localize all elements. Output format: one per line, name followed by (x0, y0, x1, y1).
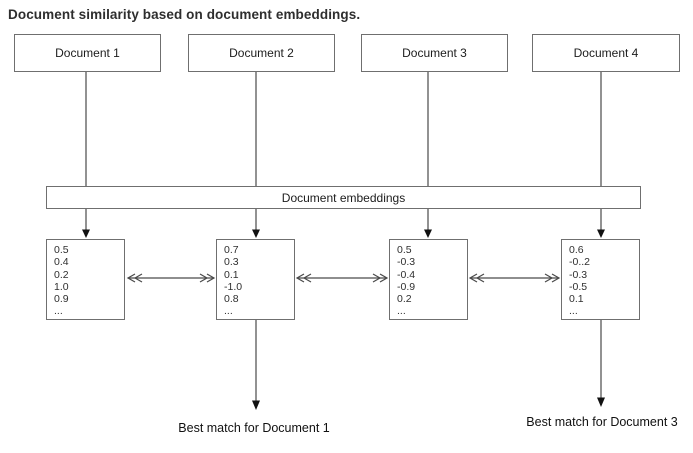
chevron-right-icon (199, 273, 209, 283)
arrowhead-down-icon (82, 229, 90, 238)
chevron-left-icon (475, 273, 485, 283)
embedding-vector-box-1: 0.5 0.4 0.2 1.0 0.9 ... (46, 239, 125, 320)
document-box-4: Document 4 (532, 34, 680, 72)
chevron-right-icon (379, 273, 389, 283)
document-box-1: Document 1 (14, 34, 161, 72)
document-box-3-label: Document 3 (402, 46, 467, 60)
arrowhead-down-icon (597, 229, 605, 238)
document-box-2-label: Document 2 (229, 46, 294, 60)
document-box-2: Document 2 (188, 34, 335, 72)
best-match-document-3-label: Best match for Document 3 (526, 415, 678, 429)
chevron-left-icon (295, 273, 305, 283)
chevron-right-icon (551, 273, 561, 283)
chevron-right-icon (372, 273, 382, 283)
diagram-title: Document similarity based on document em… (8, 7, 361, 22)
arrowhead-down-icon (597, 397, 605, 407)
chevron-left-icon (302, 273, 312, 283)
chevron-left-icon (468, 273, 478, 283)
document-box-1-label: Document 1 (55, 46, 120, 60)
document-box-4-label: Document 4 (573, 46, 639, 60)
embedding-vector-box-3: 0.5 -0.3 -0.4 -0.9 0.2 ... (389, 239, 468, 320)
arrowhead-down-icon (252, 400, 260, 410)
document-box-3: Document 3 (361, 34, 508, 72)
document-embeddings-label: Document embeddings (281, 190, 406, 205)
chevron-left-icon (133, 273, 143, 283)
arrowhead-down-icon (252, 229, 260, 238)
chevron-left-icon (126, 273, 136, 283)
document-embeddings-box: Document embeddings (46, 186, 641, 209)
embedding-vector-box-4: 0.6 -0..2 -0.3 -0.5 0.1 ... (561, 239, 640, 320)
chevron-right-icon (206, 273, 216, 283)
best-match-document-1-label: Best match for Document 1 (178, 421, 330, 435)
arrowhead-down-icon (424, 229, 432, 238)
embedding-vector-box-2: 0.7 0.3 0.1 -1.0 0.8 ... (216, 239, 295, 320)
chevron-right-icon (544, 273, 554, 283)
